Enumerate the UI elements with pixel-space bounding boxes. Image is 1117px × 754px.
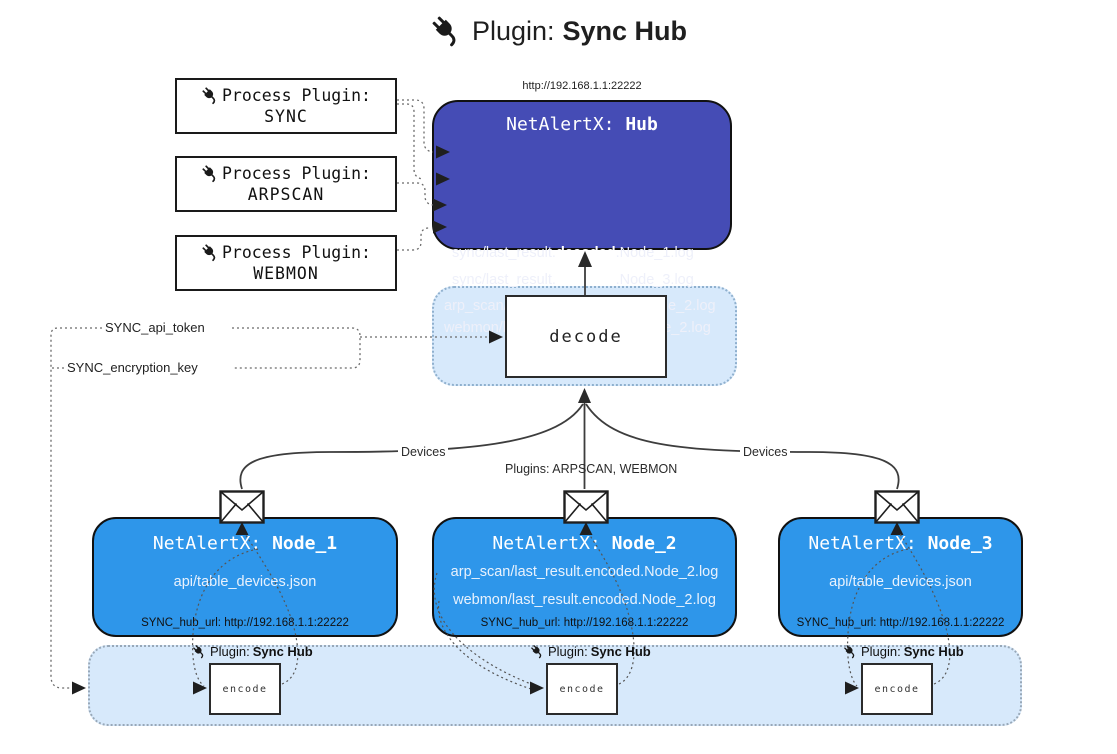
band-plugin-label: Plugin: Sync Hub <box>843 644 964 659</box>
node-file: api/table_devices.json <box>173 574 317 590</box>
plug-icon <box>192 644 207 659</box>
band-plugin-label: Plugin: Sync Hub <box>192 644 313 659</box>
devices-left-label: Devices <box>398 445 449 459</box>
hub-url-label: http://192.168.1.1:22222 <box>522 80 642 92</box>
sync-encryption-key-label: SYNC_encryption_key <box>64 360 201 375</box>
process-plugin-label: Process Plugin: <box>221 243 371 262</box>
encode-box: encode <box>209 663 281 715</box>
plug-icon <box>843 644 858 659</box>
node-1-box: NetAlertX: Node_1 api/table_devices.json… <box>92 517 398 637</box>
devices-right-label: Devices <box>740 445 791 459</box>
node-2-box: NetAlertX: Node_2 arp_scan/last_result.e… <box>432 517 737 637</box>
node-file: arp_scan/last_result.encoded.Node_2.log <box>450 564 719 580</box>
hub-title-name: Hub <box>625 114 658 135</box>
page-title-prefix: Plugin: <box>471 15 555 46</box>
page-title-name: Sync Hub <box>562 15 688 46</box>
process-plugin-name: SYNC <box>264 107 308 126</box>
hub-title-prefix: NetAlertX: <box>506 114 615 135</box>
encode-box: encode <box>861 663 933 715</box>
node-file: webmon/last_result.encoded.Node_2.log <box>453 592 716 608</box>
node-hub-url: SYNC_hub_url: http://192.168.1.1:22222 <box>796 617 1005 629</box>
hub-log-entry: sync/last_result.decoded.Node_1.log <box>452 245 694 261</box>
plugins-edge-label: Plugins: ARPSCAN, WEBMON <box>505 462 678 476</box>
process-plugin-sync: Process Plugin: SYNC <box>175 78 397 134</box>
node-3-box: NetAlertX: Node_3 api/table_devices.json… <box>778 517 1023 637</box>
hub-box: NetAlertX: Hub sync/last_result.decoded.… <box>432 100 732 336</box>
envelope-icon <box>874 490 920 524</box>
process-plugin-name: ARPSCAN <box>247 185 325 204</box>
hub-title: NetAlertX: Hub <box>434 114 730 135</box>
page-title: Plugin: Sync Hub <box>0 14 1117 48</box>
node-title: NetAlertX: Node_2 <box>492 533 677 554</box>
band-plugin-label: Plugin: Sync Hub <box>530 644 651 659</box>
process-plugin-arpscan: Process Plugin: ARPSCAN <box>175 156 397 212</box>
hub-log-entry: sync/last_result.decoded.Node_3.log <box>452 272 694 288</box>
plug-icon <box>200 243 220 262</box>
node-title: NetAlertX: Node_3 <box>808 533 993 554</box>
plug-icon <box>200 86 220 105</box>
envelope-icon <box>219 490 265 524</box>
process-plugin-label: Process Plugin: <box>221 86 371 105</box>
plug-icon <box>429 14 463 47</box>
node-hub-url: SYNC_hub_url: http://192.168.1.1:22222 <box>141 617 349 629</box>
sync-api-token-label: SYNC_api_token <box>102 320 208 335</box>
process-plugin-name: WEBMON <box>253 264 319 283</box>
plug-icon <box>200 164 220 183</box>
node-hub-url: SYNC_hub_url: http://192.168.1.1:22222 <box>480 617 689 629</box>
encode-box: encode <box>546 663 618 715</box>
process-plugin-label: Process Plugin: <box>221 164 371 183</box>
decode-box: decode <box>505 295 667 378</box>
envelope-icon <box>563 490 609 524</box>
process-plugin-webmon: Process Plugin: WEBMON <box>175 235 397 291</box>
node-title: NetAlertX: Node_1 <box>152 533 338 554</box>
node-file: api/table_devices.json <box>829 574 972 590</box>
plug-icon <box>530 644 545 659</box>
